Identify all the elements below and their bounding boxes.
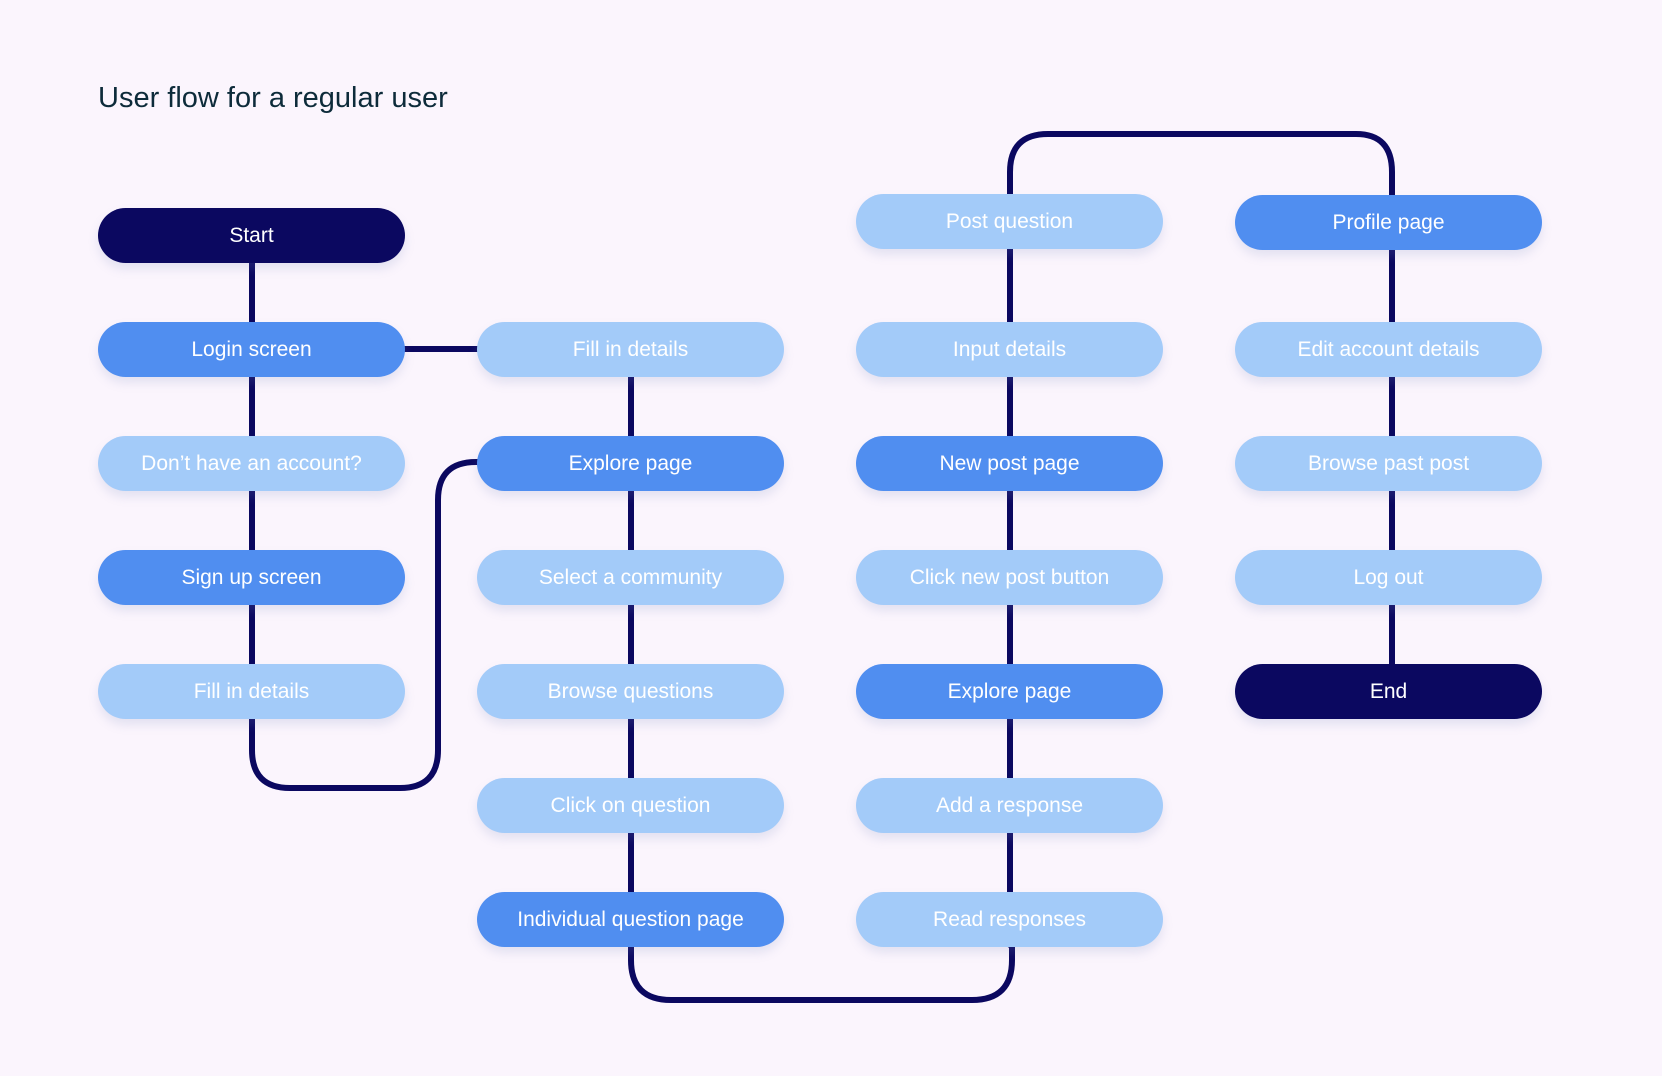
node-fill-in-details-signup-label: Fill in details (193, 679, 310, 703)
node-individual-question-page[interactable]: Individual question page (477, 892, 784, 947)
node-click-on-question[interactable]: Click on question (477, 778, 784, 833)
connector-col2 (628, 373, 1015, 1003)
node-profile-page[interactable]: Profile page (1235, 195, 1542, 250)
node-sign-up-screen-label: Sign up screen (181, 565, 322, 589)
node-fill-in-details-login[interactable]: Fill in details (477, 322, 784, 377)
connector-col3 (1007, 131, 1395, 948)
node-new-post-page[interactable]: New post page (856, 436, 1163, 491)
node-explore-page-1[interactable]: Explore page (477, 436, 784, 491)
node-add-response-label: Add a response (935, 793, 1084, 817)
node-browse-past-post-label: Browse past post (1307, 451, 1470, 475)
node-read-responses[interactable]: Read responses (856, 892, 1163, 947)
node-edit-account-details-label: Edit account details (1297, 337, 1480, 361)
node-edit-account-details[interactable]: Edit account details (1235, 322, 1542, 377)
node-dont-have-account-label: Don’t have an account? (141, 451, 362, 475)
node-login-screen[interactable]: Login screen (98, 322, 405, 377)
node-browse-questions-label: Browse questions (547, 679, 714, 703)
node-start[interactable]: Start (98, 208, 405, 263)
node-fill-in-details-login-label: Fill in details (572, 337, 689, 361)
node-new-post-page-label: New post page (939, 451, 1080, 475)
node-login-screen-label: Login screen (191, 337, 312, 361)
connector-col1 (249, 259, 483, 791)
node-click-new-post-button-label: Click new post button (909, 565, 1110, 589)
node-select-community-label: Select a community (538, 565, 723, 589)
node-end[interactable]: End (1235, 664, 1542, 719)
node-read-responses-label: Read responses (933, 907, 1086, 931)
node-profile-page-label: Profile page (1332, 210, 1445, 234)
node-input-details[interactable]: Input details (856, 322, 1163, 377)
node-click-on-question-label: Click on question (550, 793, 711, 817)
node-click-new-post-button[interactable]: Click new post button (856, 550, 1163, 605)
node-add-response[interactable]: Add a response (856, 778, 1163, 833)
node-explore-page-2[interactable]: Explore page (856, 664, 1163, 719)
node-explore-page-1-label: Explore page (568, 451, 693, 475)
node-explore-page-2-label: Explore page (947, 679, 1072, 703)
node-sign-up-screen[interactable]: Sign up screen (98, 550, 405, 605)
node-post-question[interactable]: Post question (856, 194, 1163, 249)
node-start-label: Start (229, 223, 274, 247)
diagram-title: User flow for a regular user (98, 82, 448, 114)
node-end-label: End (1369, 679, 1408, 703)
node-input-details-label: Input details (952, 337, 1067, 361)
node-log-out-label: Log out (1353, 565, 1424, 589)
node-dont-have-account[interactable]: Don’t have an account? (98, 436, 405, 491)
node-browse-questions[interactable]: Browse questions (477, 664, 784, 719)
node-log-out[interactable]: Log out (1235, 550, 1542, 605)
node-fill-in-details-signup[interactable]: Fill in details (98, 664, 405, 719)
node-individual-question-page-label: Individual question page (517, 907, 744, 931)
node-browse-past-post[interactable]: Browse past post (1235, 436, 1542, 491)
node-post-question-label: Post question (945, 209, 1074, 233)
node-select-community[interactable]: Select a community (477, 550, 784, 605)
